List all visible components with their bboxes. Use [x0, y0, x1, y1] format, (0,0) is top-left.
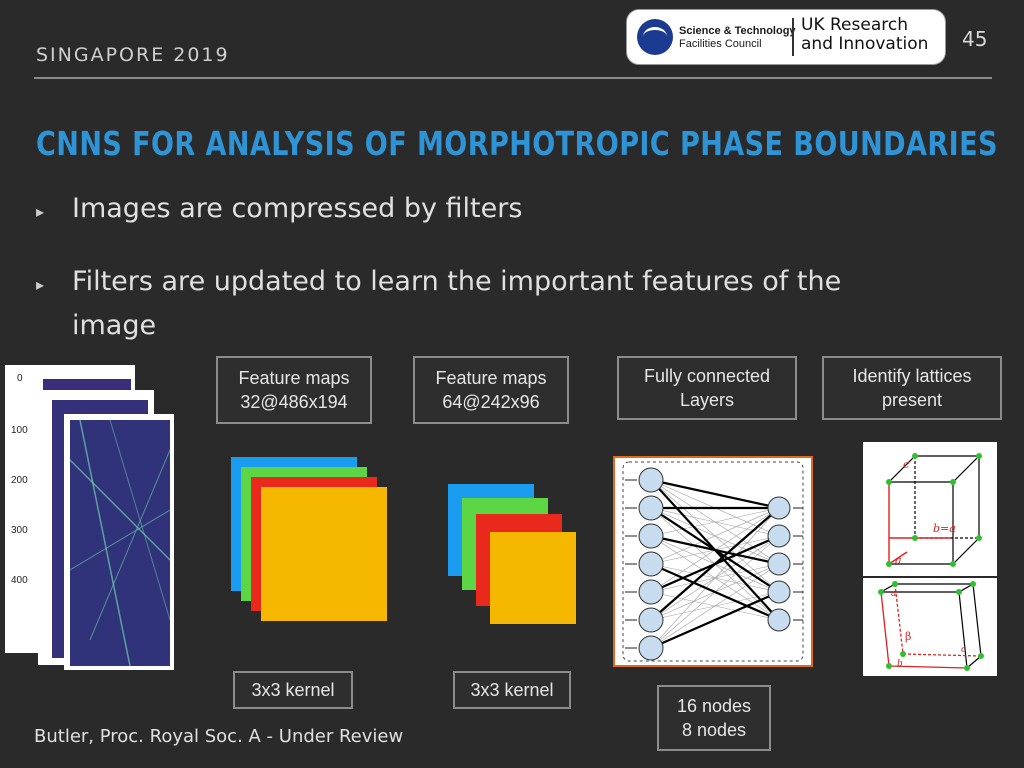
lattice-label-a2: a — [891, 589, 896, 599]
feature-maps-1-line1: Feature maps — [238, 368, 350, 388]
lattice-label-c2: c — [961, 645, 966, 655]
axis-tick-100: 100 — [11, 425, 28, 436]
stfc-logo-arc — [643, 27, 667, 46]
fully-connected-label: Fully connected Layers — [644, 364, 770, 412]
axis-tick-300: 300 — [11, 525, 28, 536]
lattice-label-a: a — [895, 554, 902, 567]
fully-connected-network — [613, 456, 813, 667]
lattice-image-tetragonal: c b=a a — [863, 442, 997, 576]
nodes-box: 16 nodes 8 nodes — [657, 685, 771, 751]
partner-logo: Science & Technology Facilities Council … — [627, 10, 945, 64]
kernel-1-label: 3x3 kernel — [251, 680, 335, 700]
diffraction-pattern-svg — [70, 420, 170, 666]
bullet-2-text-continued: image — [72, 310, 157, 341]
citation: Butler, Proc. Royal Soc. A - Under Revie… — [34, 726, 404, 747]
slide-title: CNNS FOR ANALYSIS OF MORPHOTROPIC PHASE … — [36, 124, 998, 163]
lattice-label-b2: b — [897, 659, 903, 669]
slide-number: 45 — [962, 27, 988, 51]
bullet-marker-icon: ▸ — [36, 202, 45, 221]
nodes-line2: 8 nodes — [681, 720, 747, 740]
nodes-line1: 16 nodes — [676, 696, 752, 716]
feature-maps-2-label: Feature maps 64@242x96 — [435, 366, 546, 414]
identify-line1: Identify lattices — [852, 366, 972, 386]
ukri-logo-text: UK Research and Innovation — [801, 16, 928, 54]
ukri-line1: UK Research — [801, 15, 908, 35]
axis-tick-200: 200 — [11, 475, 28, 486]
fully-connected-line2: Layers — [679, 390, 734, 410]
feature-maps-2-line2: 64@242x96 — [442, 392, 540, 412]
feature-maps-2-line1: Feature maps — [435, 368, 547, 388]
identify-line2: present — [881, 390, 943, 410]
lattice-label-b-eq-a: b=a — [933, 522, 956, 535]
fully-connected-box: Fully connected Layers — [617, 356, 797, 420]
lattice-label-c: c — [903, 458, 909, 471]
feature-map-orange-2 — [490, 532, 576, 624]
axis-tick-400: 400 — [11, 575, 28, 586]
logo-divider — [792, 18, 794, 56]
nodes-label: 16 nodes 8 nodes — [677, 694, 751, 742]
bullet-2: ▸ — [36, 266, 44, 297]
fully-connected-line1: Fully connected — [643, 366, 771, 386]
identify-lattices-box: Identify lattices present — [822, 356, 1002, 420]
stfc-subname: Facilities Council — [679, 38, 762, 50]
event-label: SINGAPORE 2019 — [36, 44, 230, 66]
ukri-line2: and Innovation — [801, 34, 929, 54]
network-diagram-svg — [622, 461, 804, 662]
stfc-name: Science & Technology — [679, 25, 796, 37]
bullet-1-text: Images are compressed by filters — [72, 193, 523, 224]
feature-map-orange-1 — [261, 487, 387, 621]
kernel-2-label: 3x3 kernel — [470, 680, 554, 700]
kernel-2-box: 3x3 kernel — [453, 671, 571, 709]
axis-tick-0: 0 — [17, 373, 23, 384]
monoclinic-lattice-svg: a β b c — [878, 581, 984, 671]
stfc-logo-text: Science & Technology Facilities Council — [679, 25, 796, 51]
kernel-1-box: 3x3 kernel — [233, 671, 353, 709]
input-image-3 — [64, 414, 174, 670]
identify-lattices-label: Identify lattices present — [852, 364, 971, 412]
feature-maps-2-box: Feature maps 64@242x96 — [413, 356, 569, 424]
feature-maps-1-label: Feature maps 32@486x194 — [238, 366, 349, 414]
bullet-2-text: Filters are updated to learn the importa… — [72, 266, 842, 297]
feature-maps-1-box: Feature maps 32@486x194 — [216, 356, 372, 424]
bullet-1: ▸ — [36, 193, 44, 224]
header-divider — [34, 77, 992, 79]
lattice-image-monoclinic: a β b c — [863, 578, 997, 676]
bullet-marker-icon: ▸ — [36, 275, 45, 294]
feature-maps-1-line2: 32@486x194 — [240, 392, 348, 412]
lattice-label-beta: β — [905, 630, 911, 643]
tetragonal-lattice-svg: c b=a a — [886, 453, 982, 567]
